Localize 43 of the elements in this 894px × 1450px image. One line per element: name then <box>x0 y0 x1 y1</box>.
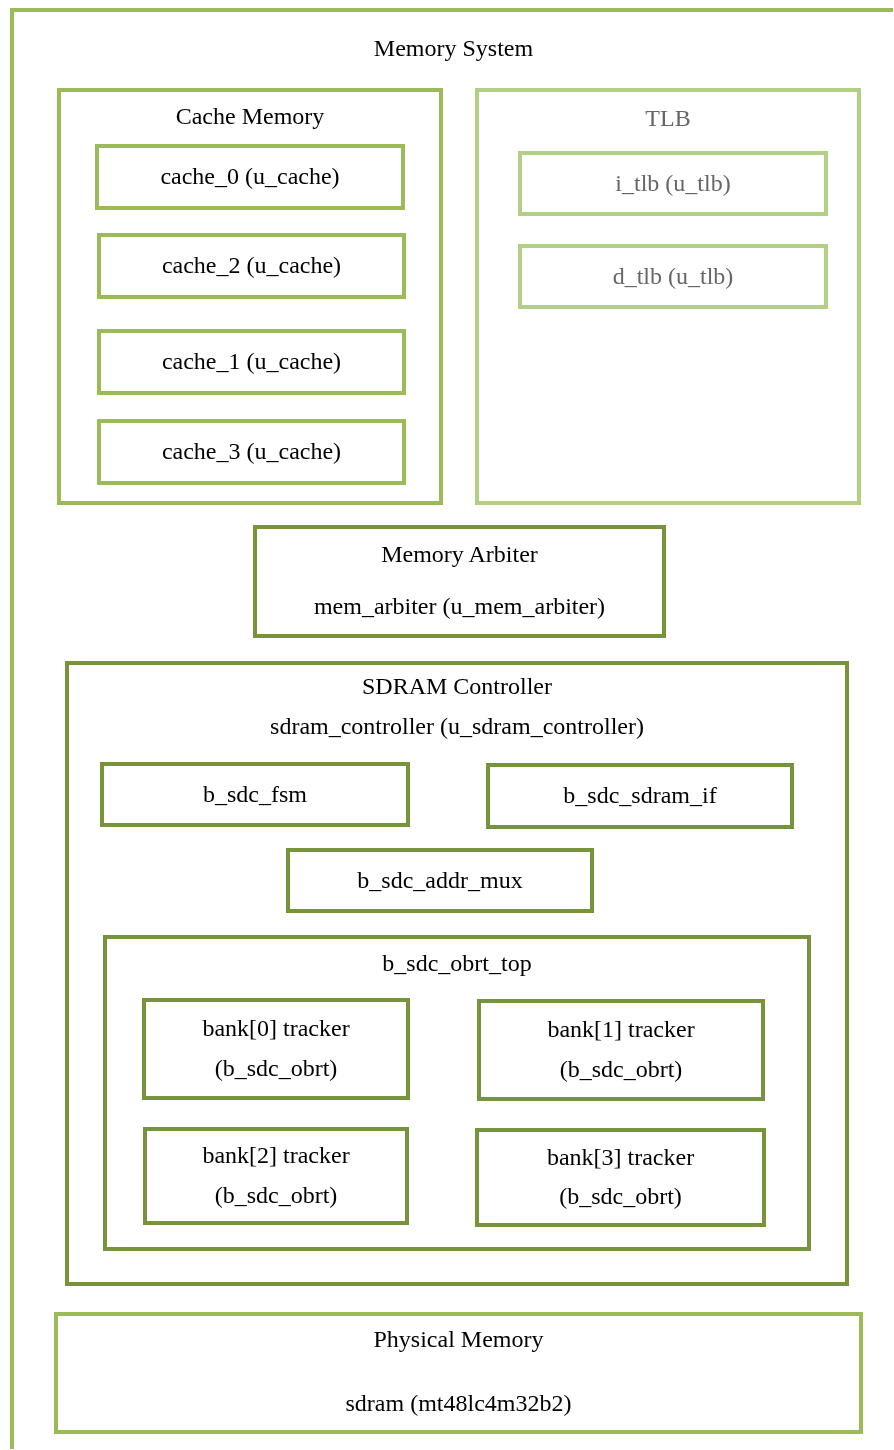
module-box <box>103 935 811 1251</box>
module-box <box>97 233 406 299</box>
module-box <box>54 1312 863 1434</box>
module-label: bank[2] tracker (b_sdc_obrt) <box>201 1141 351 1210</box>
heading-text: Cache Memory <box>174 102 326 131</box>
module-box <box>95 144 405 210</box>
module-box <box>475 1128 766 1227</box>
module-label: bank[1] tracker (b_sdc_obrt) <box>546 1015 696 1084</box>
module-box <box>100 762 410 827</box>
module-label: i_tlb (u_tlb) <box>614 168 732 198</box>
module-label: mem_arbiter (u_mem_arbiter) <box>312 592 607 621</box>
module-box <box>518 244 828 309</box>
module-box <box>143 1127 409 1225</box>
module-label: cache_0 (u_cache) <box>159 162 341 192</box>
module-label: b_sdc_fsm <box>202 779 308 809</box>
heading-text: b_sdc_obrt_top <box>381 949 533 978</box>
heading-text: SDRAM Controller <box>361 672 553 701</box>
heading-text: TLB <box>644 104 692 133</box>
module-box <box>97 329 406 395</box>
module-label: d_tlb (u_tlb) <box>611 261 735 291</box>
module-label: sdram_controller (u_sdram_controller) <box>269 712 645 741</box>
module-box <box>65 661 849 1286</box>
module-label: bank[3] tracker (b_sdc_obrt) <box>545 1142 696 1212</box>
heading-text: Memory Arbiter <box>380 540 539 569</box>
module-box <box>253 525 666 638</box>
module-label: cache_3 (u_cache) <box>160 437 343 467</box>
heading-text: Memory System <box>372 34 535 63</box>
module-box <box>475 88 861 505</box>
module-label: b_sdc_addr_mux <box>356 865 524 895</box>
module-box <box>518 151 828 216</box>
module-label: cache_2 (u_cache) <box>160 251 343 281</box>
module-label: cache_1 (u_cache) <box>160 347 343 377</box>
container-box <box>10 8 893 1449</box>
module-box <box>286 848 594 913</box>
module-box <box>57 88 443 505</box>
module-box <box>97 419 406 485</box>
module-box <box>486 763 794 829</box>
module-box <box>477 999 765 1101</box>
heading-text: Physical Memory <box>372 1325 545 1354</box>
module-label: bank[0] tracker (b_sdc_obrt) <box>201 1014 351 1083</box>
module-label: b_sdc_sdram_if <box>562 781 718 811</box>
module-label: sdram (mt48lc4m32b2) <box>344 1389 573 1418</box>
module-box <box>142 998 410 1100</box>
